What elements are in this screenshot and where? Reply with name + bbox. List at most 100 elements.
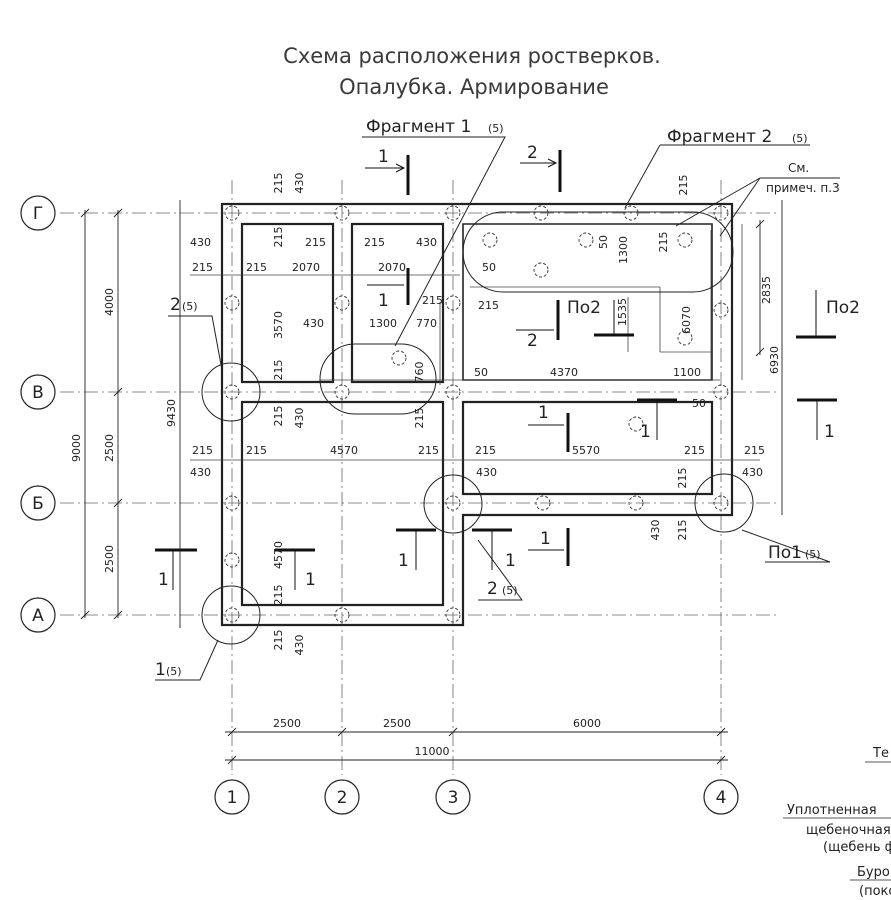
cut-po2-right: По2	[826, 298, 860, 318]
cut-1-center: 1	[538, 403, 549, 423]
dim-5570: 5570	[572, 444, 600, 457]
axis-1: 1	[227, 788, 238, 808]
dim-215-r1b: 215	[364, 236, 385, 249]
title-line-1: Схема расположения ростверков.	[283, 44, 661, 68]
fragment-1-label: Фрагмент 1	[366, 117, 471, 137]
dim-6070: 6070	[680, 306, 693, 334]
dim-bottom-11000: 11000	[415, 745, 450, 758]
dim-430-row1: 430	[190, 236, 211, 249]
dim-215-r2a: 215	[192, 261, 213, 274]
dim-left-9430: 9430	[165, 399, 178, 427]
dim-1300: 1300	[369, 317, 397, 330]
axis-b: Б	[32, 494, 44, 514]
left-dimensions	[80, 200, 181, 628]
dim-50-a: 50	[482, 261, 496, 274]
dim-bottom-6000: 6000	[573, 717, 601, 730]
dim-top-215-b: 215	[272, 227, 285, 248]
dim-50-d: 50	[692, 397, 706, 410]
dim-215-r5b: 215	[246, 444, 267, 457]
callout-1: 1	[155, 660, 166, 680]
cut-1-far-right: 1	[824, 422, 835, 442]
note-line-2: примеч. п.3	[766, 181, 840, 195]
dim-4570-b: 4570	[272, 541, 285, 569]
dim-bottom-2500-a: 2500	[273, 717, 301, 730]
dim-4370: 4370	[550, 366, 578, 379]
cut-1-mid: 1	[378, 291, 389, 311]
dim-top-430: 430	[293, 173, 306, 194]
fragment-1-ref: (5)	[488, 122, 504, 135]
cut-1-bottom-b: 1	[305, 570, 316, 590]
dim-3570: 3570	[272, 311, 285, 339]
drawing-title: Схема расположения ростверков. Опалубка.…	[283, 44, 661, 99]
edge-text-4: (щебень ф	[823, 840, 891, 855]
dim-215-r5c: 215	[418, 444, 439, 457]
dim-430-r1c: 430	[416, 236, 437, 249]
callout-2-bottom-ref: (5)	[502, 584, 518, 597]
section-marks	[155, 150, 837, 590]
cut-1-bottom-e: 1	[540, 529, 551, 549]
dim-215-r3: 215	[422, 294, 443, 307]
interior-dimensions: 430 215 215 430 215 215 2070 2070 50 357…	[190, 232, 765, 656]
dim-215-r3b: 215	[478, 299, 499, 312]
axis-v: В	[32, 383, 44, 403]
cut-2-top: 2	[527, 143, 538, 163]
dim-top-215-a: 215	[272, 173, 285, 194]
axis-grid	[60, 180, 780, 775]
dim-215-r5e: 215	[684, 444, 705, 457]
axis-3: 3	[448, 788, 459, 808]
axis-bubble-labels: 1 2 3 4 Г В Б А	[32, 204, 726, 808]
piles	[224, 205, 729, 623]
dim-215-r5d: 215	[475, 444, 496, 457]
dim-770: 770	[416, 317, 437, 330]
cut-1-bottom-c: 1	[398, 551, 409, 571]
dim-left-2500-a: 2500	[103, 434, 116, 462]
dim-right-2835: 2835	[760, 276, 773, 304]
dim-215-r5a: 215	[192, 444, 213, 457]
dim-50-b: 50	[597, 235, 610, 249]
section-mark-labels: 1 2 1 2 По2 По2 1 1 1 1 1 1 1 1	[158, 143, 860, 590]
edge-text-3: щебеночная	[806, 823, 891, 838]
dim-215-v2: 215	[272, 406, 285, 427]
title-line-2: Опалубка. Армирование	[339, 75, 609, 99]
edge-text-2: Уплотненная	[787, 803, 877, 818]
edge-text: Те Уплотненная щебеночная (щебень ф Буро…	[783, 746, 891, 899]
cut-1-top: 1	[378, 147, 389, 167]
axis-4: 4	[716, 788, 727, 808]
cut-1-bottom-a: 1	[158, 570, 169, 590]
dim-430-v3: 430	[293, 635, 306, 656]
edge-text-1: Те	[872, 746, 889, 761]
dim-left-9000: 9000	[70, 434, 83, 462]
callout-2-left-ref: (5)	[182, 300, 198, 313]
bottom-dimensions	[225, 727, 728, 765]
edge-text-5: Буро	[857, 865, 890, 880]
callout-po1: По1	[768, 543, 802, 563]
fragment-2-label: Фрагмент 2	[667, 127, 772, 147]
cut-1-bottom-d: 1	[505, 551, 516, 571]
fragment-2-ref: (5)	[792, 132, 808, 145]
dim-2070-b: 2070	[378, 261, 406, 274]
construction-lines	[190, 224, 760, 461]
dim-right-6930: 6930	[768, 346, 781, 374]
dim-215-v6: 215	[272, 585, 285, 606]
dim-4570-a: 4570	[330, 444, 358, 457]
callout-1-ref: (5)	[166, 665, 182, 678]
dim-2070-a: 2070	[292, 261, 320, 274]
right-dimensions	[755, 200, 783, 515]
dim-430-r3: 430	[303, 317, 324, 330]
callout-2-left: 2	[170, 295, 181, 315]
dim-215-v4: 215	[676, 468, 689, 489]
dim-430-r6a: 430	[190, 466, 211, 479]
dim-215-r1r: 215	[657, 232, 670, 253]
dim-430-r6c: 430	[742, 466, 763, 479]
dim-50-c: 50	[474, 366, 488, 379]
dim-left-2500-b: 2500	[103, 545, 116, 573]
dim-left-4000: 4000	[103, 288, 116, 316]
axis-bubbles	[20, 195, 739, 815]
callout-2-bottom: 2	[487, 579, 498, 599]
note-line-1: См.	[788, 161, 809, 175]
cut-po2-mid: По2	[567, 298, 601, 318]
dim-430-v2: 430	[649, 520, 662, 541]
dim-1535: 1535	[616, 298, 629, 326]
axis-g: Г	[33, 204, 43, 224]
